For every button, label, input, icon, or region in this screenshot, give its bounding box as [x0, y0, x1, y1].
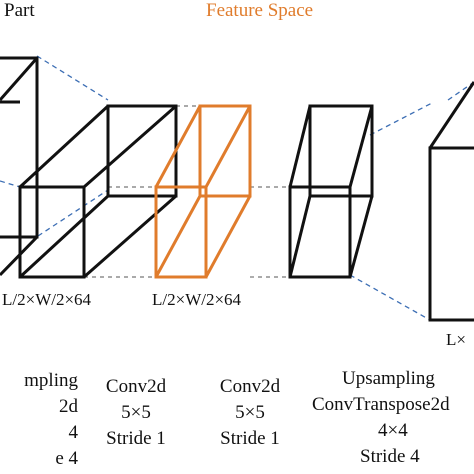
dimension-label-first-b: L/2×W/2×64 [152, 290, 241, 310]
layer-label-line: Stride 4 [360, 446, 420, 467]
layer-label-conv2d-b: Conv2d 5×5 Stride 1 [200, 374, 300, 452]
projection-line [38, 190, 108, 236]
block-feature-space [154, 104, 252, 279]
header-part: Part [4, 0, 35, 21]
projection-line [37, 56, 108, 100]
block-conv-a [18, 104, 178, 279]
layer-label-upsampling-right: Upsampling ConvTranspose2d 4×4 Stride 4 [310, 366, 474, 470]
layer-label-line: ConvTranspose2d [312, 394, 450, 415]
layer-label-line: 4×4 [378, 420, 408, 441]
dimension-label-right: L× [446, 330, 466, 349]
layer-label-line: Stride 1 [220, 428, 280, 449]
layer-label-line: 5×5 [235, 402, 265, 423]
block-conv-b [288, 104, 374, 279]
layer-label-line: Conv2d [105, 376, 167, 397]
layer-label-line: Upsampling [342, 368, 435, 389]
layer-label-line: mpling [24, 370, 78, 391]
layer-label-line: Stride 1 [106, 428, 166, 449]
layer-label-line: 2d [59, 396, 78, 417]
projection-line [350, 275, 430, 320]
layer-label-upsampling-left: mpling 2d 4 e 4 [0, 368, 78, 472]
connector-lines [84, 106, 372, 277]
projection-line [448, 82, 474, 100]
layer-label-conv2d-a: Conv2d 5×5 Stride 1 [86, 374, 186, 452]
projection-lines [0, 56, 474, 320]
layer-label-line: 5×5 [121, 402, 151, 423]
layer-label-line: e 4 [55, 448, 78, 469]
dimension-label-first: L/2×W/2×64 [2, 290, 92, 309]
layer-label-line: 4 [68, 422, 79, 443]
header-feature-space: Feature Space [206, 0, 314, 21]
dimension-label-mid: L/2×W/2×64 [152, 290, 242, 309]
projection-line [370, 103, 432, 135]
projection-line [0, 181, 20, 187]
layer-label-line: Conv2d [219, 376, 281, 397]
block-output [430, 82, 474, 320]
